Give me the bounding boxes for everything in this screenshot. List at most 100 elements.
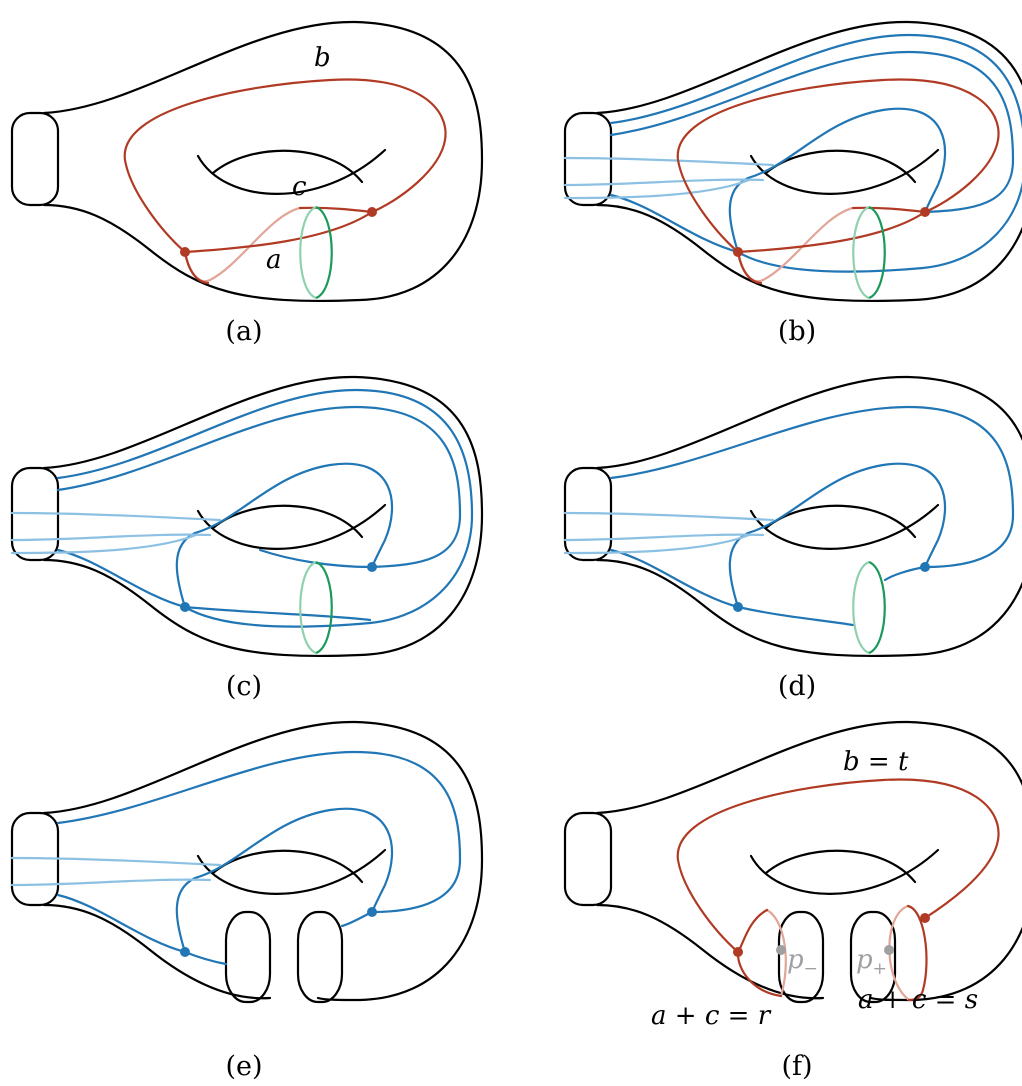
panel-b: (b) — [563, 20, 1022, 347]
curve-a-front2 — [298, 206, 374, 214]
blue-back-curve — [10, 533, 198, 555]
caption-f: (f) — [781, 1051, 812, 1082]
blue-curve — [183, 605, 372, 622]
blue-curve — [56, 388, 474, 628]
blue-curve — [175, 807, 394, 954]
torus-surface-b — [563, 20, 1022, 303]
point-p-minus — [776, 945, 786, 955]
label-a-plus-c-equals-s: a + c = s — [858, 985, 978, 1015]
caption-b: (b) — [778, 316, 816, 347]
label-p-minus: p− — [787, 945, 818, 979]
intersection-dot — [367, 907, 377, 917]
label-c: c — [292, 172, 307, 202]
blue-back-curve — [563, 178, 751, 200]
blue-curve — [609, 193, 740, 254]
intersection-dot — [733, 602, 743, 612]
curve-c-front — [315, 205, 333, 300]
intersection-dot — [920, 562, 930, 572]
cut-boundary-left — [224, 910, 272, 1004]
label-p-plus: p+ — [856, 945, 887, 979]
curve-b — [676, 78, 1000, 254]
blue-back-curve — [10, 856, 222, 867]
blue-curve — [609, 50, 1015, 214]
panel-d: (d) — [563, 375, 1022, 702]
blue-back-curve — [563, 156, 775, 167]
blue-curve — [56, 405, 462, 569]
surface-outline — [42, 903, 272, 1000]
blue-back-curve — [563, 533, 751, 555]
intersection-dot — [180, 602, 190, 612]
point-p-plus — [884, 945, 894, 955]
caption-d: (d) — [778, 671, 816, 702]
curve-a-front2 — [851, 206, 927, 214]
caption-c: (c) — [226, 671, 262, 702]
curve-r-front — [736, 908, 783, 998]
caption-e: (e) — [225, 1051, 262, 1082]
intersection-dot — [180, 947, 190, 957]
blue-back-curve — [10, 533, 212, 542]
cut-boundary-right — [296, 910, 344, 1004]
blue-curve — [183, 950, 228, 966]
blue-curve — [736, 605, 855, 627]
curve-b — [123, 78, 447, 254]
caption-a: (a) — [225, 316, 262, 347]
panel-e: (e) — [10, 720, 484, 1082]
curve-a-front — [736, 210, 927, 254]
curve-s-front — [906, 904, 928, 1002]
cut-boundary-left — [777, 910, 825, 1004]
panel-a: b c a (a) — [10, 20, 484, 347]
boundary-circle — [563, 811, 613, 907]
blue-curve — [56, 750, 462, 914]
blue-back-curve — [10, 878, 212, 887]
torus-surface-c — [10, 375, 484, 658]
blue-back-curve — [563, 178, 765, 187]
blue-curve — [609, 405, 1015, 569]
curve-c-front — [315, 560, 333, 655]
curve-c-back — [852, 205, 870, 300]
hole-edge — [749, 848, 940, 895]
label-b-equals-t: b = t — [843, 747, 909, 777]
blue-curve — [609, 33, 1022, 273]
intersection-dot — [367, 562, 377, 572]
blue-curve — [728, 462, 947, 609]
blue-back-curve — [10, 511, 222, 522]
intersection-dot — [920, 207, 930, 217]
curve-a-tail — [183, 250, 210, 285]
curve-c-back — [299, 205, 317, 300]
curve-c-front — [868, 205, 886, 300]
blue-back-curve — [563, 511, 775, 522]
intersection-dot — [367, 207, 377, 217]
curve-t — [676, 778, 1000, 954]
hole-edge — [211, 849, 364, 884]
blue-curve — [56, 893, 187, 954]
blue-curve — [609, 548, 740, 609]
intersection-dot — [733, 947, 743, 957]
blue-curve — [883, 565, 927, 582]
hole-edge — [196, 848, 387, 895]
blue-curve — [175, 462, 394, 609]
intersection-dot — [180, 247, 190, 257]
curve-a-front — [183, 210, 374, 254]
blue-curve — [56, 548, 187, 609]
curve-a-back — [736, 206, 855, 283]
curve-c-back — [852, 560, 870, 655]
blue-curve — [728, 107, 947, 254]
curve-a-back — [183, 206, 302, 283]
label-a-plus-c-equals-r: a + c = r — [651, 1001, 772, 1031]
surface-outline — [42, 720, 484, 1002]
curve-c-back — [299, 560, 317, 655]
torus-surface-a — [10, 20, 484, 303]
blue-curve — [258, 548, 374, 569]
intersection-dot — [733, 247, 743, 257]
label-b: b — [314, 43, 331, 73]
surface-outline — [595, 903, 825, 1000]
cut-boundary-right — [849, 910, 897, 1004]
curve-r-back — [765, 908, 787, 998]
label-a: a — [266, 245, 282, 275]
intersection-dot — [920, 913, 930, 923]
torus-surface-d — [563, 375, 1022, 658]
curve-c-front — [868, 560, 886, 655]
blue-back-curve — [563, 533, 765, 542]
panel-c: (c) — [10, 375, 484, 702]
hole-edge — [764, 849, 917, 884]
